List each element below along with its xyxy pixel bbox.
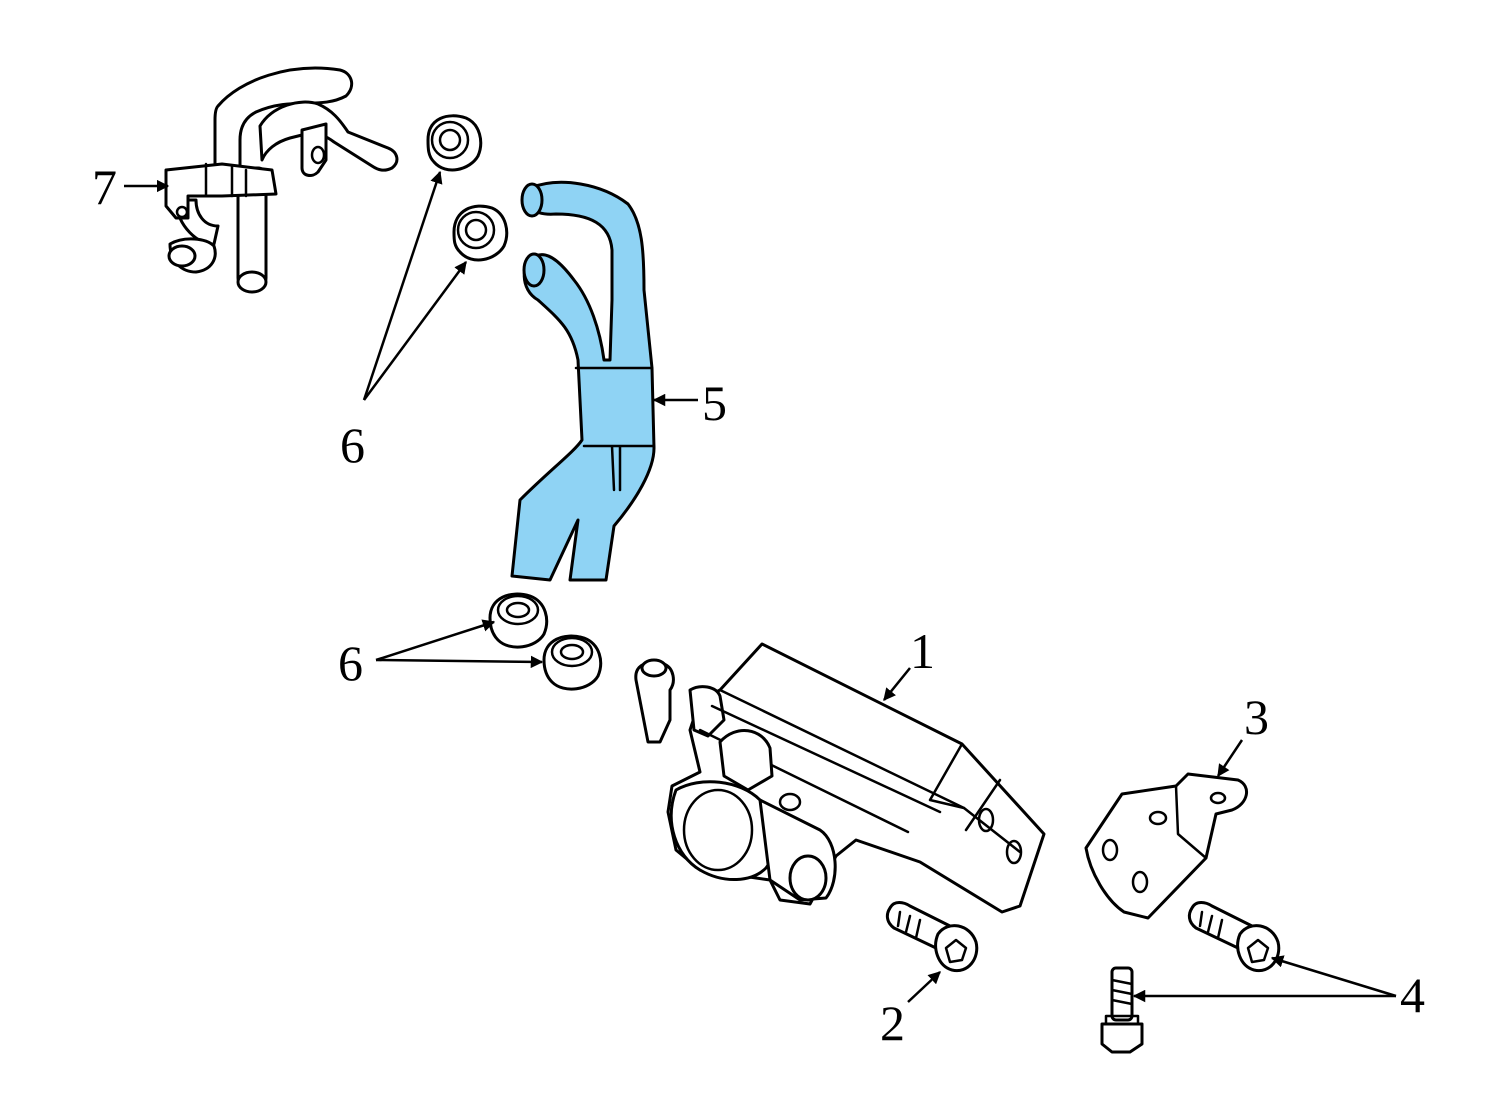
pump-heater-unit bbox=[634, 642, 1046, 914]
heater-pipe-assembly bbox=[164, 66, 399, 294]
leader-6-top-a bbox=[362, 170, 443, 401]
bolt-4-right bbox=[1187, 901, 1281, 973]
callout-1: 1 bbox=[910, 623, 935, 679]
grommet-top-2 bbox=[452, 204, 509, 262]
callout-6-bottom: 6 bbox=[338, 635, 363, 691]
leader-6-top-b bbox=[362, 260, 468, 401]
grommet-bottom-2 bbox=[542, 634, 603, 691]
leader-3 bbox=[1216, 739, 1244, 778]
callout-6-top: 6 bbox=[340, 417, 365, 473]
leader-6-bottom-b bbox=[375, 655, 544, 669]
leader-1 bbox=[883, 667, 911, 701]
callout-5: 5 bbox=[702, 375, 727, 431]
callout-7: 7 bbox=[92, 159, 117, 215]
callout-3: 3 bbox=[1244, 689, 1269, 745]
bolt-4-bottom bbox=[1100, 966, 1144, 1054]
leader-lines bbox=[124, 170, 1397, 1003]
grommet-top-1 bbox=[426, 114, 483, 172]
bracket bbox=[1084, 772, 1248, 920]
grommet-bottom-1 bbox=[488, 592, 549, 649]
leader-2 bbox=[907, 971, 941, 1003]
callout-4: 4 bbox=[1400, 967, 1425, 1023]
leader-6-bottom-a bbox=[375, 619, 496, 662]
leader-4-a bbox=[1270, 955, 1397, 998]
callout-2: 2 bbox=[880, 995, 905, 1051]
bolt-2 bbox=[885, 901, 979, 973]
heater-hose-highlighted bbox=[510, 180, 656, 582]
